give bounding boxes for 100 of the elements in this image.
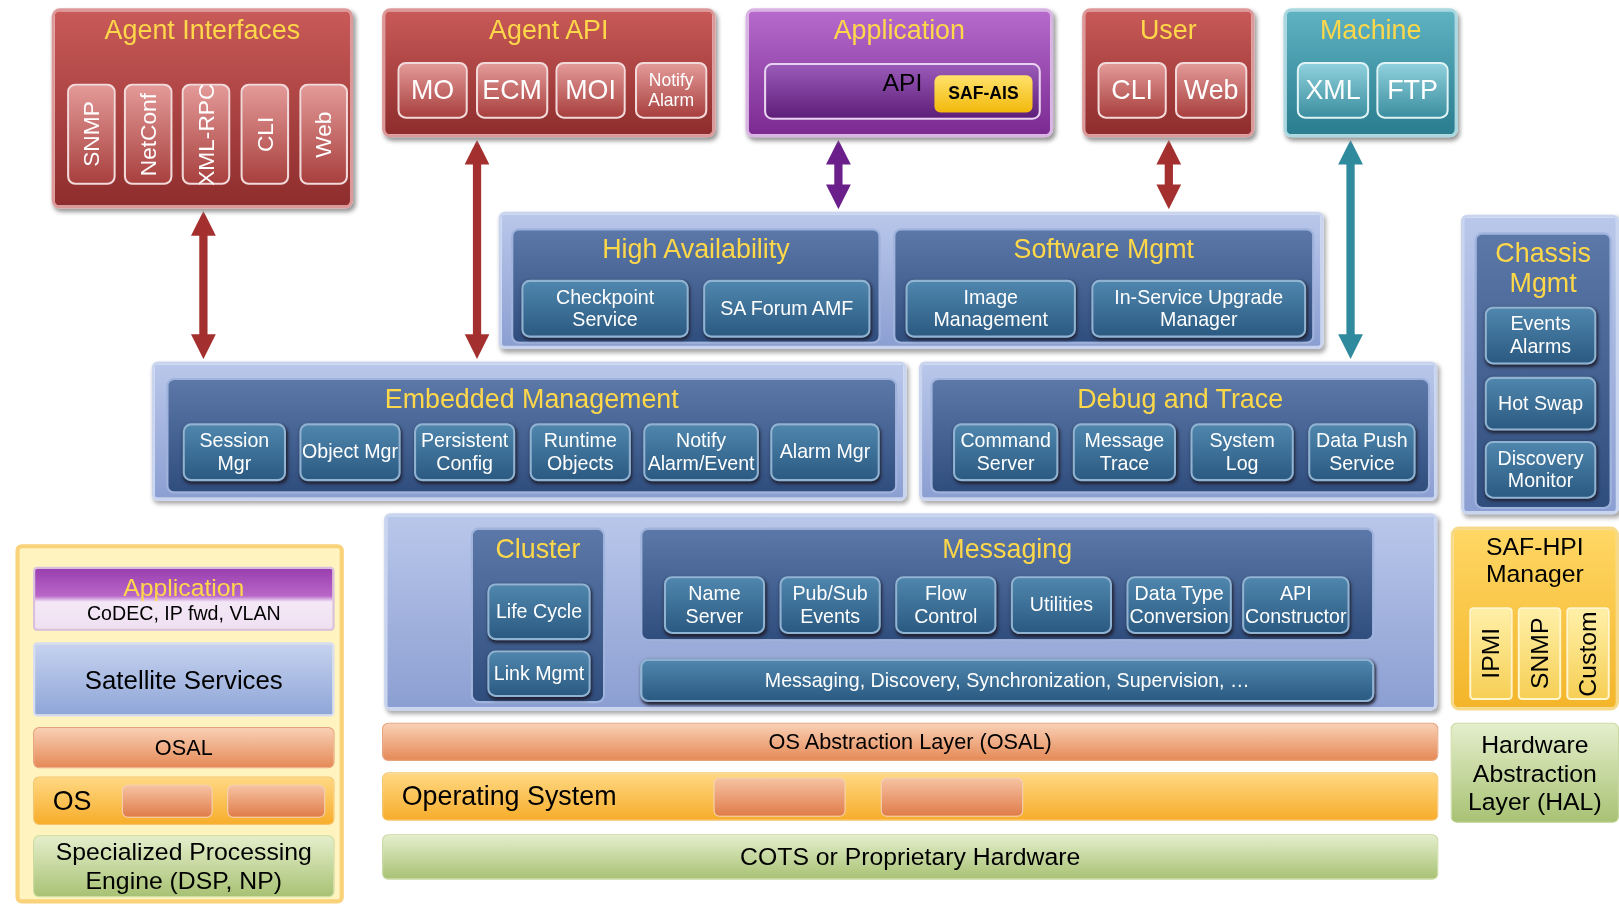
panel-title: SAF-HPI Manager [1485, 532, 1584, 588]
module-label: Satellite Services [84, 664, 283, 695]
module-label: API Constructor [1244, 582, 1348, 628]
panel-title: User [1139, 14, 1197, 46]
module-box [397, 61, 468, 119]
module-box [476, 61, 549, 119]
module-label: Discovery Monitor [1496, 447, 1585, 493]
layer-panel [511, 228, 881, 344]
module-box [123, 83, 173, 185]
module-box [1517, 607, 1562, 701]
module-box [895, 576, 997, 634]
module-label: Application [123, 573, 245, 602]
module-label: Data Push Service [1315, 429, 1409, 475]
module-box [181, 83, 231, 185]
module-box [640, 658, 1375, 703]
module-box [703, 279, 871, 338]
module-label: System Log [1208, 429, 1276, 475]
module-label: Alarm Mgr [779, 440, 871, 464]
module-label: Utilities [1029, 593, 1094, 617]
layer-panel [640, 527, 1375, 642]
module-label: Notify Alarm/Event [646, 429, 756, 475]
module-label: MO [411, 74, 455, 106]
module-box [1376, 61, 1449, 119]
panel-title: Debug and Trace [1077, 383, 1284, 415]
module-label: Persistent Config [420, 429, 510, 475]
module-label: Notify Alarm [647, 70, 696, 111]
module-label: SNMP [78, 101, 105, 168]
panel-title: High Availability [602, 233, 790, 265]
module-label: Name Server [684, 582, 745, 628]
module-box [33, 642, 335, 717]
module-box [1484, 376, 1597, 431]
module-box [1484, 440, 1597, 499]
module-label: Messaging, Discovery, Synchronization, Supervision, … [764, 669, 1250, 692]
module-label: Hot Swap [1498, 392, 1584, 415]
module-label: Object Mgr [302, 440, 398, 464]
module-label: Runtime Objects [542, 429, 618, 475]
module-box [555, 61, 626, 119]
empty-box [498, 211, 1324, 349]
module-label: Custom [1573, 610, 1603, 697]
layer-panel [930, 377, 1431, 494]
panel-title: Machine [1319, 14, 1422, 46]
empty-box [1461, 214, 1619, 515]
module-label: NetConf [135, 92, 162, 176]
empty-box [151, 361, 907, 501]
module-label: OS Abstraction Layer (OSAL) [768, 729, 1052, 755]
module-box [240, 83, 290, 185]
module-box [414, 423, 516, 482]
panel-title: Embedded Management [384, 383, 679, 415]
double-arrow [826, 139, 851, 210]
module-label: In-Service Upgrade Manager [1113, 286, 1285, 332]
empty-box [384, 513, 1438, 711]
module-label: Life Cycle [495, 600, 583, 624]
layer-panel [33, 776, 335, 825]
module-box [1072, 423, 1177, 482]
layer-panel [1082, 8, 1255, 138]
panel-title: OS [52, 785, 92, 816]
module-label: Events Alarms [1509, 313, 1573, 359]
panel-title: API [882, 68, 923, 96]
layer-panel [382, 8, 716, 138]
module-box [934, 75, 1033, 113]
module-label: XML [1305, 74, 1361, 106]
module-box [1190, 423, 1294, 482]
module-box [487, 650, 591, 697]
module-label: Image Management [932, 286, 1049, 332]
module-box [663, 576, 766, 634]
panel-title: Chassis Mgmt [1495, 237, 1591, 298]
module-label: MOI [565, 74, 616, 106]
panel-title: Operating System [401, 781, 617, 812]
module-box [1566, 607, 1610, 701]
module-box [67, 83, 116, 185]
module-box [1175, 61, 1248, 119]
layer-panel [893, 228, 1315, 344]
module-label: SAF-AIS [948, 83, 1019, 105]
module-box [529, 423, 631, 482]
module-label: CLI [251, 116, 278, 152]
module-label: Flow Control [913, 582, 979, 628]
double-arrow [1156, 139, 1182, 210]
module-label: IPMI [1476, 628, 1506, 680]
empty-box [227, 784, 326, 818]
module-box [905, 279, 1076, 338]
module-description: CoDEC, IP fwd, VLAN [86, 601, 281, 625]
module-box [1242, 576, 1350, 634]
layer-panel [51, 8, 354, 209]
panel-title: Agent Interfaces [104, 14, 301, 46]
module-box [1296, 61, 1370, 119]
module-box [521, 279, 689, 338]
module-label: Specialized Processing Engine (DSP, NP) [54, 837, 313, 895]
module-box [299, 423, 401, 482]
module-label: Data Type Conversion [1128, 582, 1230, 628]
layer-panel [470, 527, 606, 704]
module-label: SA Forum AMF [720, 297, 854, 320]
module-label: FTP [1387, 74, 1438, 106]
layer-panel [382, 772, 1439, 821]
panel-title: Agent API [489, 14, 609, 46]
empty-box [918, 361, 1438, 501]
layer-panel [764, 63, 1041, 120]
module-label: OSAL [154, 735, 213, 760]
empty-box [121, 784, 213, 818]
module-box [382, 722, 1439, 761]
module-box [1450, 722, 1619, 823]
